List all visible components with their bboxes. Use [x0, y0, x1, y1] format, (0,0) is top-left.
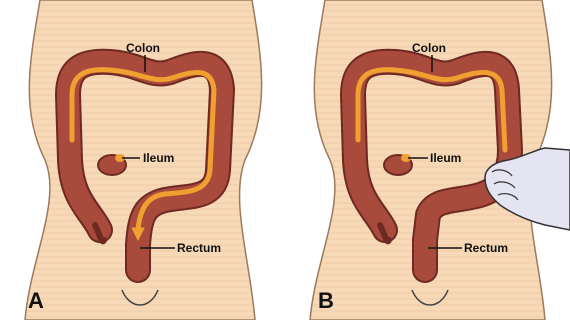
rectum-label-b: Rectum: [464, 241, 508, 255]
ileum-a: [98, 154, 126, 175]
panel-letter-a: A: [28, 288, 44, 313]
panel-b: Colon Ileum Rectum B: [310, 0, 570, 320]
ileum-label-a: Ileum: [143, 151, 174, 165]
colon-label-b: Colon: [412, 41, 446, 55]
rectum-label-a: Rectum: [177, 241, 221, 255]
panel-a: Colon Ileum Rectum A: [25, 0, 262, 320]
ileum-label-b: Ileum: [430, 151, 461, 165]
ileum-b: [384, 154, 412, 175]
colon-label-a: Colon: [126, 41, 160, 55]
panel-letter-b: B: [318, 288, 334, 313]
